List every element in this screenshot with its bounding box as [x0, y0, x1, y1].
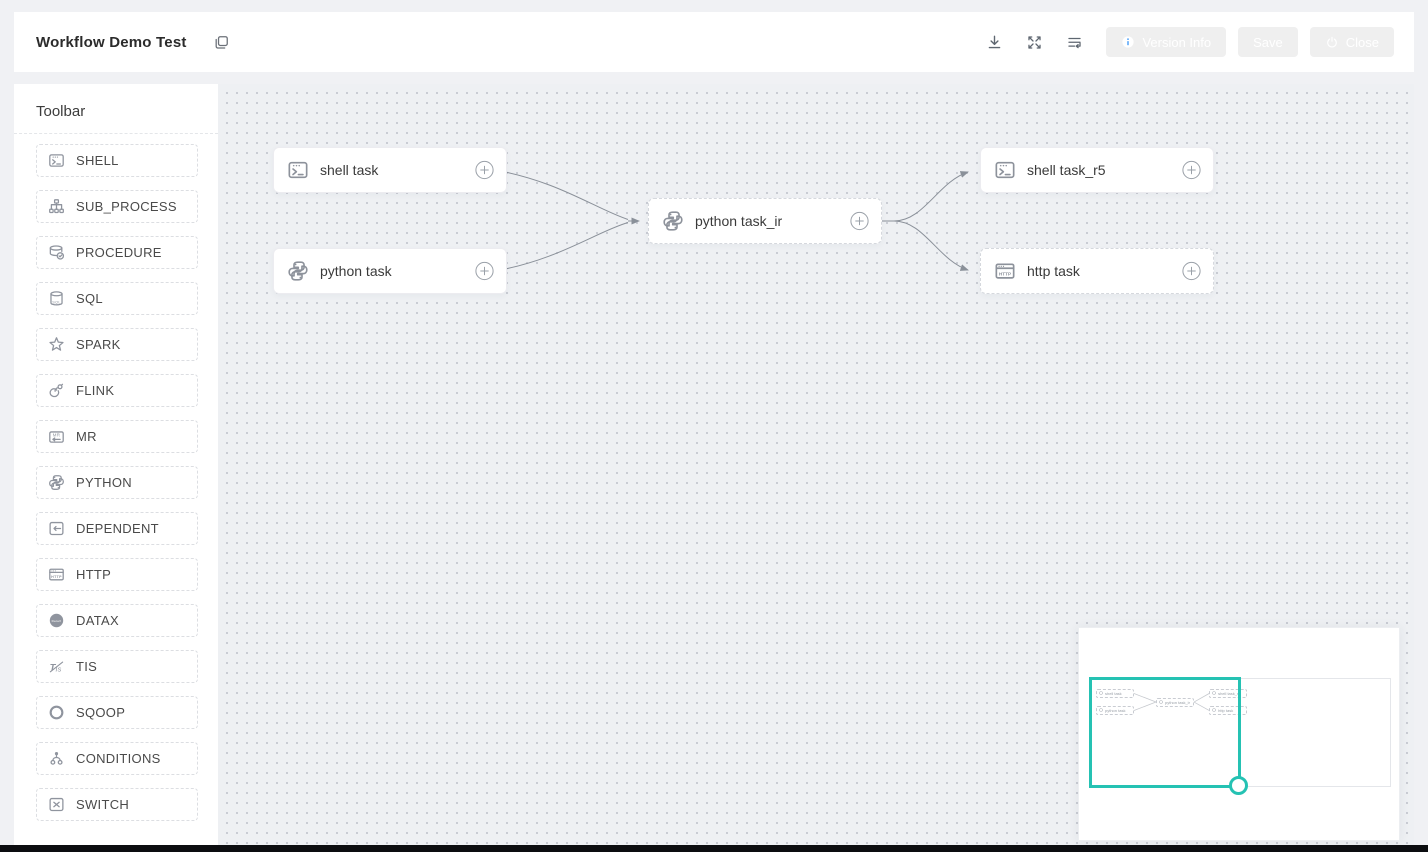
toolbar-item-list: SHELL SUB_PROCESS PROCEDURE SQL SQL SPARK FLIN… [14, 144, 218, 821]
procedure-icon [48, 244, 65, 261]
svg-text:HTTP: HTTP [51, 575, 62, 579]
node-label: python task [320, 263, 392, 279]
toolbar-item-label: SUB_PROCESS [76, 199, 177, 214]
python-icon [48, 474, 65, 491]
toolbar-item-python[interactable]: PYTHON [36, 466, 198, 499]
toolbar-item-conditions[interactable]: CONDITIONS [36, 742, 198, 775]
node-label: http task [1027, 263, 1080, 279]
info-icon [1121, 35, 1135, 49]
header-actions: Version Info Save Close [974, 27, 1394, 57]
toolbar-item-sql[interactable]: SQL SQL [36, 282, 198, 315]
toolbar-item-http[interactable]: HTTP HTTP [36, 558, 198, 591]
toolbar-item-label: SQOOP [76, 705, 126, 720]
svg-text:is: is [56, 664, 62, 673]
minimap-viewport[interactable] [1089, 677, 1248, 795]
copy-icon[interactable] [211, 31, 233, 53]
toolbar-item-label: SWITCH [76, 797, 130, 812]
toolbar-item-label: SPARK [76, 337, 121, 352]
mr-icon: MR [48, 428, 65, 445]
svg-text:MR: MR [53, 433, 61, 438]
minimap-panel: shell task python task python task_ir shell… [1078, 627, 1400, 841]
toolbar-item-switch[interactable]: SWITCH [36, 788, 198, 821]
toolbar-item-label: CONDITIONS [76, 751, 161, 766]
toolbar-title: Toolbar [36, 103, 86, 120]
node-shell-task[interactable]: shell task [273, 147, 507, 193]
minimap-node-python-task: python task [1096, 705, 1134, 715]
connect-plus-button[interactable] [1182, 261, 1201, 281]
toolbar-item-datax[interactable]: DataX DATAX [36, 604, 198, 637]
toolbar-item-dependent[interactable]: DEPENDENT [36, 512, 198, 545]
svg-text:SQL: SQL [52, 300, 61, 304]
subprocess-icon [48, 198, 65, 215]
power-icon [1325, 35, 1339, 49]
toolbar-item-procedure[interactable]: PROCEDURE [36, 236, 198, 269]
connect-plus-button[interactable] [1182, 160, 1201, 180]
sqoop-icon [48, 704, 65, 721]
toolbar-item-flink[interactable]: FLINK [36, 374, 198, 407]
svg-text:HTTP: HTTP [999, 271, 1011, 276]
node-label: python task_ir [695, 213, 783, 229]
shell-icon [994, 159, 1016, 181]
fullscreen-icon[interactable] [1014, 27, 1054, 57]
bottom-edge-bar [0, 845, 1428, 852]
toolbar-item-label: SHELL [76, 153, 119, 168]
spark-icon [48, 336, 65, 353]
shell-icon [48, 152, 65, 169]
format-layout-icon[interactable] [1054, 27, 1094, 57]
toolbar-item-label: DEPENDENT [76, 521, 159, 536]
node-http-task[interactable]: HTTP http task [980, 248, 1214, 294]
version-info-button[interactable]: Version Info [1106, 27, 1227, 57]
node-python-task[interactable]: python task [273, 248, 507, 294]
minimap-node-python-task-ir: python task_ir [1156, 697, 1194, 707]
sql-icon: SQL [48, 290, 65, 307]
toolbar-item-label: SQL [76, 291, 103, 306]
shell-icon [287, 159, 309, 181]
toolbar-separator [14, 133, 218, 134]
workflow-title: Workflow Demo Test [36, 33, 187, 51]
minimap-node-shell-task: shell task [1096, 688, 1134, 698]
header-bar: Workflow Demo Test Version Info Save Clo… [14, 12, 1414, 72]
http-icon: HTTP [994, 260, 1016, 282]
node-shell-task-r5[interactable]: shell task_r5 [980, 147, 1214, 193]
connect-plus-button[interactable] [475, 160, 494, 180]
flink-icon [48, 382, 65, 399]
toolbar-item-label: HTTP [76, 567, 112, 582]
save-button[interactable]: Save [1238, 27, 1298, 57]
toolbar-item-label: DATAX [76, 613, 119, 628]
connect-plus-button[interactable] [850, 211, 869, 231]
conditions-icon [48, 750, 65, 767]
close-button[interactable]: Close [1309, 27, 1394, 57]
toolbar-item-mr[interactable]: MR MR [36, 420, 198, 453]
toolbar-item-label: MR [76, 429, 97, 444]
download-icon[interactable] [974, 27, 1014, 57]
switch-icon [48, 796, 65, 813]
dependent-icon [48, 520, 65, 537]
minimap-resize-handle[interactable] [1229, 776, 1248, 795]
node-python-task-ir[interactable]: python task_ir [648, 198, 882, 244]
node-label: shell task_r5 [1027, 162, 1106, 178]
toolbar-item-label: FLINK [76, 383, 115, 398]
http-icon: HTTP [48, 566, 65, 583]
toolbar-item-sub_process[interactable]: SUB_PROCESS [36, 190, 198, 223]
connect-plus-button[interactable] [475, 261, 494, 281]
node-label: shell task [320, 162, 379, 178]
python-icon [287, 260, 309, 282]
toolbar-item-spark[interactable]: SPARK [36, 328, 198, 361]
toolbar-item-label: TIS [76, 659, 98, 674]
toolbar-item-label: PYTHON [76, 475, 132, 490]
datax-icon: DataX [48, 612, 65, 629]
toolbar-item-shell[interactable]: SHELL [36, 144, 198, 177]
svg-text:DataX: DataX [52, 619, 62, 623]
python-icon [662, 210, 684, 232]
toolbar-item-sqoop[interactable]: SQOOP [36, 696, 198, 729]
minimap-node-http-task: http task [1209, 705, 1248, 715]
minimap-node-shell-task-r5: shell task_r5 [1209, 688, 1248, 698]
toolbar-item-label: PROCEDURE [76, 245, 162, 260]
svg-text:T: T [50, 663, 57, 674]
